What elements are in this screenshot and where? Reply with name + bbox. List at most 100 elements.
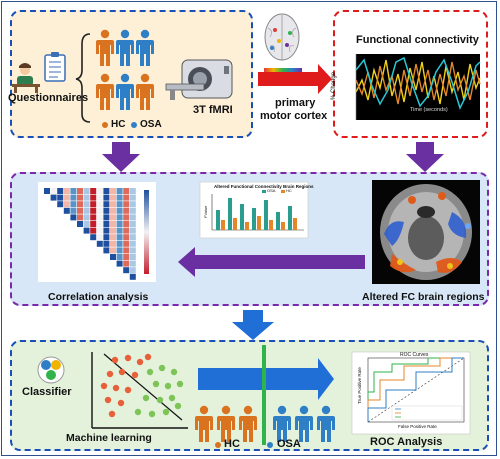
bar-hc-4	[257, 216, 261, 230]
correlation-cell	[123, 234, 130, 241]
correlation-cell	[70, 201, 77, 208]
correlation-cell	[90, 234, 97, 241]
roc-analysis-label: ROC Analysis	[370, 436, 443, 448]
osa-person-icon	[136, 29, 154, 66]
correlation-cell	[123, 207, 130, 214]
correlation-cell	[129, 267, 136, 274]
osa-legend-dot	[131, 122, 137, 128]
correlation-cell	[116, 188, 123, 194]
correlation-cell	[83, 188, 90, 194]
grouping-brace	[75, 33, 91, 123]
correlation-cell	[129, 260, 136, 267]
region-label-line2: motor cortex	[260, 110, 328, 122]
connectivity-title: Functional connectivity	[356, 34, 479, 46]
regions-to-correlation-arrow	[178, 247, 365, 277]
correlation-cell	[110, 201, 116, 208]
correlation-cell	[103, 227, 110, 234]
bar-osa-7	[288, 206, 292, 230]
roc-xlabel: False Positive Rate	[398, 424, 437, 429]
correlation-cell	[103, 234, 110, 241]
correlation-cell	[116, 227, 123, 234]
correlation-cell	[70, 207, 77, 214]
correlation-cell	[110, 247, 116, 254]
bar-legend-osa: OSA	[267, 188, 276, 193]
correlation-colorbar	[144, 190, 149, 274]
altered-fc-bar-chart	[199, 181, 309, 239]
correlation-cell	[90, 201, 97, 208]
brain-top-view-icon	[264, 13, 300, 61]
correlation-cell	[103, 201, 110, 208]
correlation-cell	[116, 234, 123, 241]
correlation-cell	[110, 227, 116, 234]
bar-osa-4	[252, 208, 256, 230]
correlation-cell	[96, 234, 103, 241]
bar-hc-1	[221, 220, 225, 230]
bottom-hc-legend-dot	[215, 442, 221, 448]
correlation-cell	[96, 240, 103, 247]
correlation-cell	[77, 214, 83, 221]
correlation-cell	[77, 188, 83, 194]
correlation-cell	[83, 201, 90, 208]
participants-group	[96, 29, 154, 110]
brain-slice-image	[372, 180, 480, 284]
bar-chart-title: Altered Functional Connectivity Brain Re…	[214, 184, 314, 189]
bar-legend-hc: HC	[286, 188, 292, 193]
correlation-cell	[116, 221, 123, 227]
correlation-cell	[83, 227, 90, 234]
correlation-cell	[103, 247, 110, 254]
bottom-hc-label: HC	[224, 438, 240, 450]
correlation-cell	[77, 207, 83, 214]
mri-scanner-icon	[165, 59, 233, 100]
classifier-icon	[37, 356, 65, 384]
correlation-cell	[90, 214, 97, 221]
correlation-cell	[103, 214, 110, 221]
group-divider	[262, 345, 266, 445]
region-label-line1: primary	[275, 97, 316, 109]
roc-chart	[351, 351, 471, 435]
correlation-cell	[83, 214, 90, 221]
correlation-cell	[96, 201, 103, 208]
hc-person-icon	[96, 73, 114, 110]
connectivity-to-regions-arrow	[406, 142, 444, 172]
correlation-cell	[90, 221, 97, 227]
connectivity-ylabel: % Change	[331, 71, 337, 100]
correlation-cell	[123, 227, 130, 234]
bar-hc-5	[269, 220, 273, 230]
correlation-cell	[103, 194, 110, 201]
correlation-cell	[123, 247, 130, 254]
bar-chart-ylabel: FValue	[203, 205, 208, 218]
correlation-cell	[103, 207, 110, 214]
correlation-cell	[123, 221, 130, 227]
correlation-cell	[90, 227, 97, 234]
correlation-cell	[57, 188, 64, 194]
connectivity-xlabel: Time (seconds)	[410, 107, 448, 113]
correlation-cell	[110, 221, 116, 227]
hc-person-icon	[136, 73, 154, 110]
correlation-cell	[110, 240, 116, 247]
correlation-cell	[110, 254, 116, 260]
correlation-cell	[110, 207, 116, 214]
acquisition-to-connectivity-arrow	[258, 64, 332, 94]
hc-legend-label: HC	[111, 119, 126, 130]
correlation-cell	[90, 207, 97, 214]
correlation-cell	[63, 188, 70, 194]
bottom-hc-group	[195, 405, 257, 442]
correlation-cell	[129, 254, 136, 260]
correlation-cell	[110, 234, 116, 241]
correlation-cell	[129, 221, 136, 227]
correlation-cell	[96, 214, 103, 221]
correlation-cell	[50, 194, 57, 201]
correlation-cell	[123, 240, 130, 247]
correlation-cell	[116, 207, 123, 214]
correlation-cell	[63, 194, 70, 201]
bottom-osa-group	[273, 405, 335, 442]
correlation-cell	[129, 227, 136, 234]
correlation-cell	[77, 201, 83, 208]
correlation-cell	[116, 260, 123, 267]
classifier-label: Classifier	[22, 386, 72, 398]
correlation-cell	[123, 267, 130, 274]
correlation-cell	[63, 201, 70, 208]
correlation-cell	[57, 201, 64, 208]
questionnaire-to-correlation-arrow	[102, 142, 140, 172]
bar-osa-3	[240, 204, 244, 230]
